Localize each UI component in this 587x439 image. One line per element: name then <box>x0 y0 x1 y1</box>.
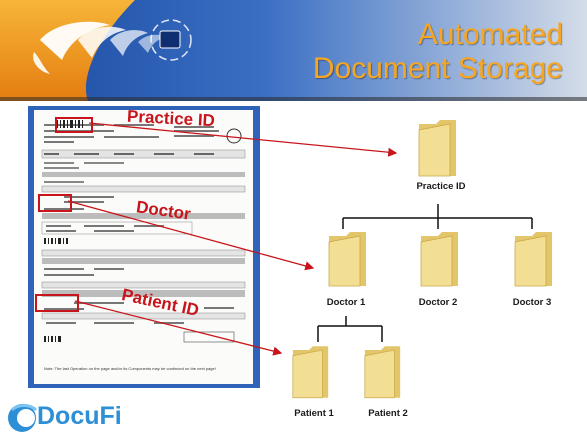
folder-icon[interactable] <box>416 118 460 183</box>
folder-label-doctor-3: Doctor 3 <box>512 297 552 308</box>
folder-label-doctor-2: Doctor 2 <box>418 297 458 308</box>
slide-header: Automated Document Storage <box>0 0 587 101</box>
folder-icon[interactable] <box>512 230 556 293</box>
patient-id-arrow <box>74 300 283 356</box>
title-line-2: Document Storage <box>312 52 563 85</box>
header-graphic <box>0 0 587 101</box>
patient-id-highlight <box>35 294 79 312</box>
folder-label-practice-id: Practice ID <box>416 181 466 192</box>
doctor-highlight <box>38 194 72 212</box>
folder-icon[interactable] <box>326 230 370 293</box>
practice-id-arrow <box>88 122 398 157</box>
title-line-1: Automated <box>417 18 563 51</box>
practice-id-highlight <box>55 117 93 133</box>
document-footer-note: Note: The last Operation on the page and… <box>44 366 216 371</box>
folder-tree-lines <box>317 204 533 342</box>
document-content <box>41 120 246 343</box>
docufi-logo-icon <box>8 404 38 432</box>
folder-icon[interactable] <box>290 343 332 406</box>
folder-icon[interactable] <box>418 230 462 293</box>
document-page: Note: The last Operation on the page and… <box>34 110 253 384</box>
folder-label-doctor-1: Doctor 1 <box>326 297 366 308</box>
scanned-document: Note: The last Operation on the page and… <box>28 106 260 388</box>
slide-title: Automated Document Storage <box>313 18 563 86</box>
folder-label-patient-1: Patient 1 <box>294 408 334 419</box>
folder-label-patient-2: Patient 2 <box>368 408 408 419</box>
folder-icon[interactable] <box>362 343 404 406</box>
logo-text: DocuFi <box>37 402 122 430</box>
doctor-arrow <box>67 200 315 271</box>
